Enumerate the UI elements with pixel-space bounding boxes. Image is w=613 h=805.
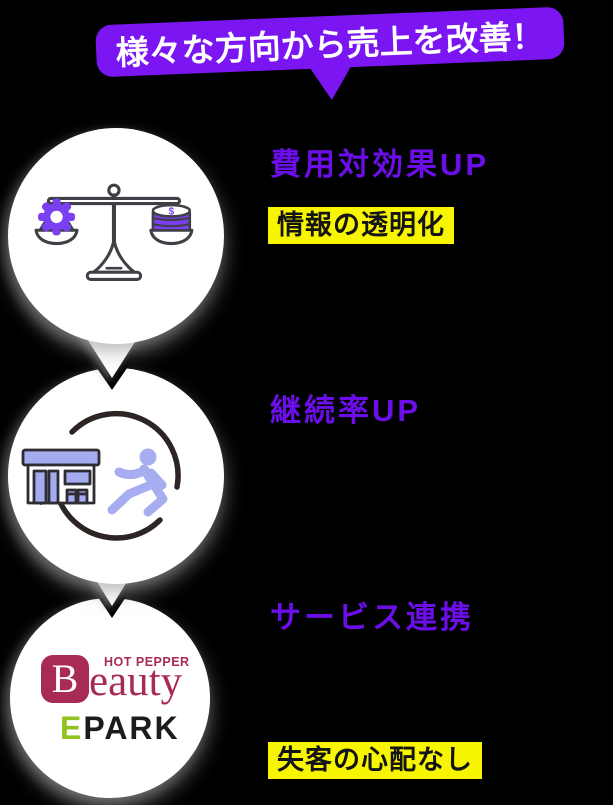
store-cycle-runner-icon	[21, 410, 181, 541]
beauty-label: eauty	[89, 658, 183, 705]
gear-icon	[38, 198, 75, 236]
cost-heading: 費用対効果UP	[270, 147, 490, 182]
hot-pepper-label: HOT PEPPER	[104, 655, 190, 669]
retention-circle	[8, 368, 224, 584]
banner-label: 様々な方向から売上を改善！	[115, 17, 546, 72]
banner: 様々な方向から売上を改善！	[95, 6, 565, 78]
retention-heading: 継続率UP	[270, 393, 422, 428]
dollar-sign: $	[168, 206, 174, 217]
balance-scale-icon: $	[34, 183, 194, 281]
service-heading: サービス連携	[270, 600, 474, 635]
running-person-icon	[107, 448, 168, 517]
epark-initial: E	[60, 710, 84, 746]
hot-pepper-beauty-logo-mark: B	[41, 655, 89, 703]
epark-logo: EPARK	[60, 712, 180, 744]
cycle-arrows-icon	[55, 410, 181, 541]
coins-icon: $	[151, 203, 192, 232]
service-circle: B HOT PEPPER eauty EPARK	[10, 598, 210, 798]
hpb-initial: B	[51, 656, 79, 701]
cost-circle: $	[8, 128, 224, 344]
service-highlight: 失客の心配なし	[268, 742, 482, 780]
storefront-icon	[21, 448, 101, 505]
cost-highlight: 情報の透明化	[268, 207, 454, 245]
epark-suffix: PARK	[83, 710, 180, 746]
